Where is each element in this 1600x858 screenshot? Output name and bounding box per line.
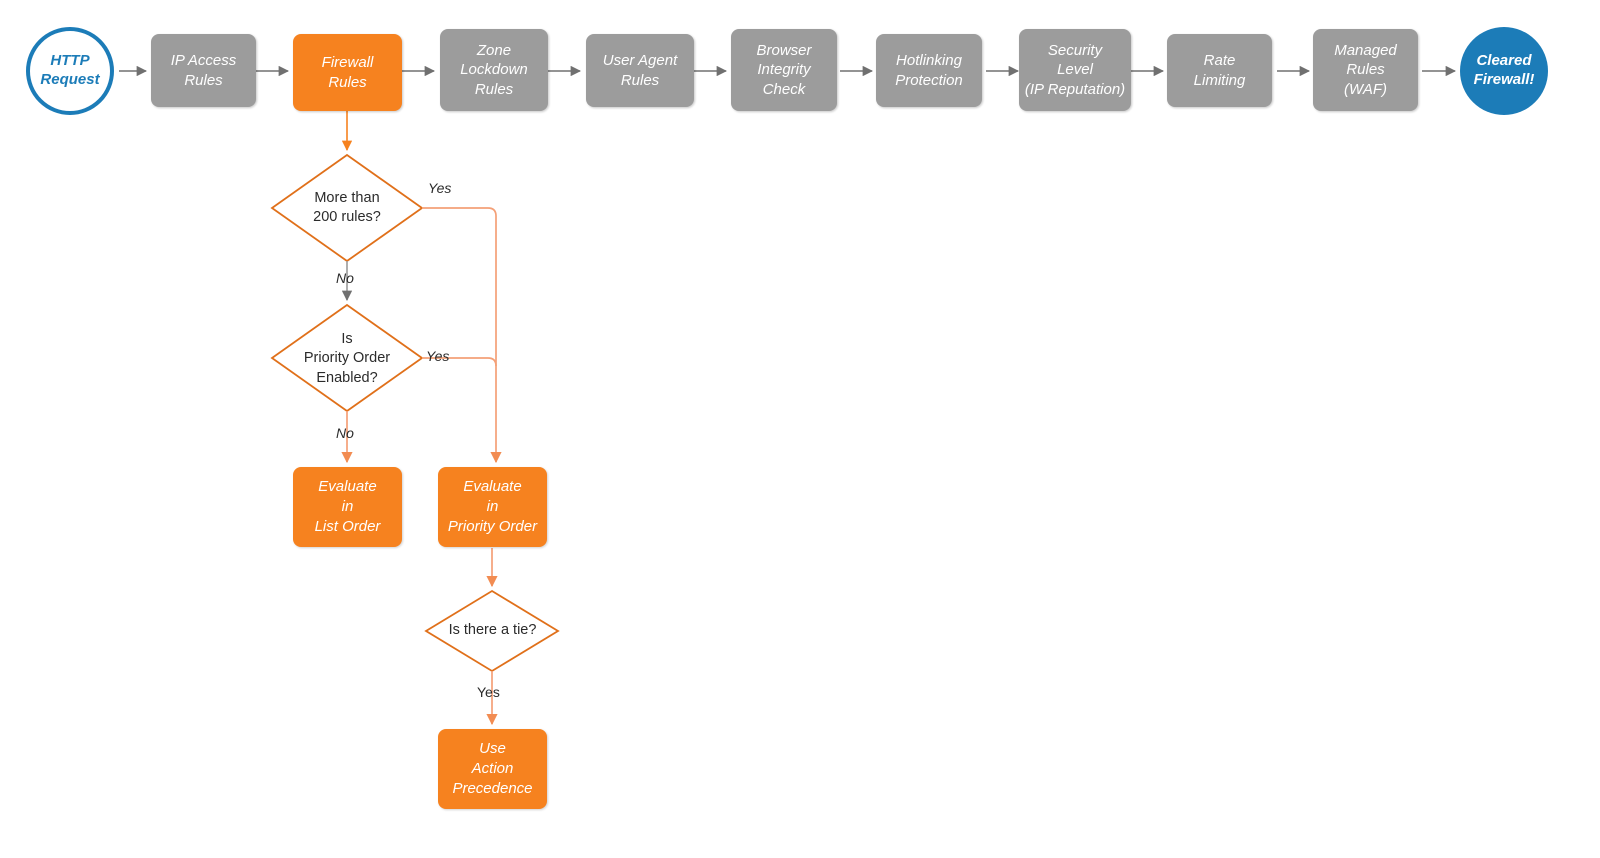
stage-security-level-label: Security Level (IP Reputation) — [1024, 41, 1126, 98]
stage-user-agent-rules-label: User Agent Rules — [602, 52, 678, 89]
result-use-action-precedence[interactable]: Use Action Precedence — [438, 729, 547, 809]
stage-browser-integrity-check[interactable]: Browser Integrity Check — [731, 29, 837, 111]
result-evaluate-priority-order[interactable]: Evaluate in Priority Order — [438, 467, 547, 547]
edge-priority-order-yes — [422, 357, 497, 367]
stage-rate-limiting-label: Rate Limiting — [1193, 52, 1246, 89]
decision-is-tie-shape — [424, 589, 560, 673]
stage-user-agent-rules[interactable]: User Agent Rules — [586, 34, 694, 107]
result-use-action-precedence-label: Use Action Precedence — [452, 740, 533, 797]
stage-zone-lockdown-rules-label: Zone Lockdown Rules — [460, 41, 528, 98]
edge-more-than-200-yes — [422, 207, 502, 464]
result-evaluate-list-order-label: Evaluate in List Order — [314, 478, 381, 535]
terminator-cleared-firewall-label: Cleared Firewall! — [1473, 52, 1535, 88]
result-evaluate-priority-order-label: Evaluate in Priority Order — [447, 478, 538, 535]
stage-firewall-rules-label: Firewall Rules — [321, 54, 374, 91]
terminator-cleared-firewall[interactable]: Cleared Firewall! — [1460, 27, 1548, 115]
stage-firewall-rules[interactable]: Firewall Rules — [293, 34, 402, 111]
decision-more-than-200-shape — [270, 153, 424, 263]
stage-browser-integrity-check-label: Browser Integrity Check — [756, 41, 812, 98]
stage-zone-lockdown-rules[interactable]: Zone Lockdown Rules — [440, 29, 548, 111]
terminator-http-request-label: HTTP Request — [40, 52, 100, 88]
stage-ip-access-rules-label: IP Access Rules — [170, 52, 237, 89]
stage-managed-rules-waf-label: Managed Rules (WAF) — [1334, 41, 1397, 98]
stage-ip-access-rules[interactable]: IP Access Rules — [151, 34, 256, 107]
stage-rate-limiting[interactable]: Rate Limiting — [1167, 34, 1272, 107]
result-evaluate-list-order[interactable]: Evaluate in List Order — [293, 467, 402, 547]
decision-priority-order-shape — [270, 303, 424, 413]
stage-hotlinking-protection[interactable]: Hotlinking Protection — [876, 34, 982, 107]
terminator-http-request[interactable]: HTTP Request — [26, 27, 114, 115]
stage-managed-rules-waf[interactable]: Managed Rules (WAF) — [1313, 29, 1418, 111]
stage-security-level[interactable]: Security Level (IP Reputation) — [1019, 29, 1131, 111]
stage-hotlinking-protection-label: Hotlinking Protection — [895, 52, 963, 89]
